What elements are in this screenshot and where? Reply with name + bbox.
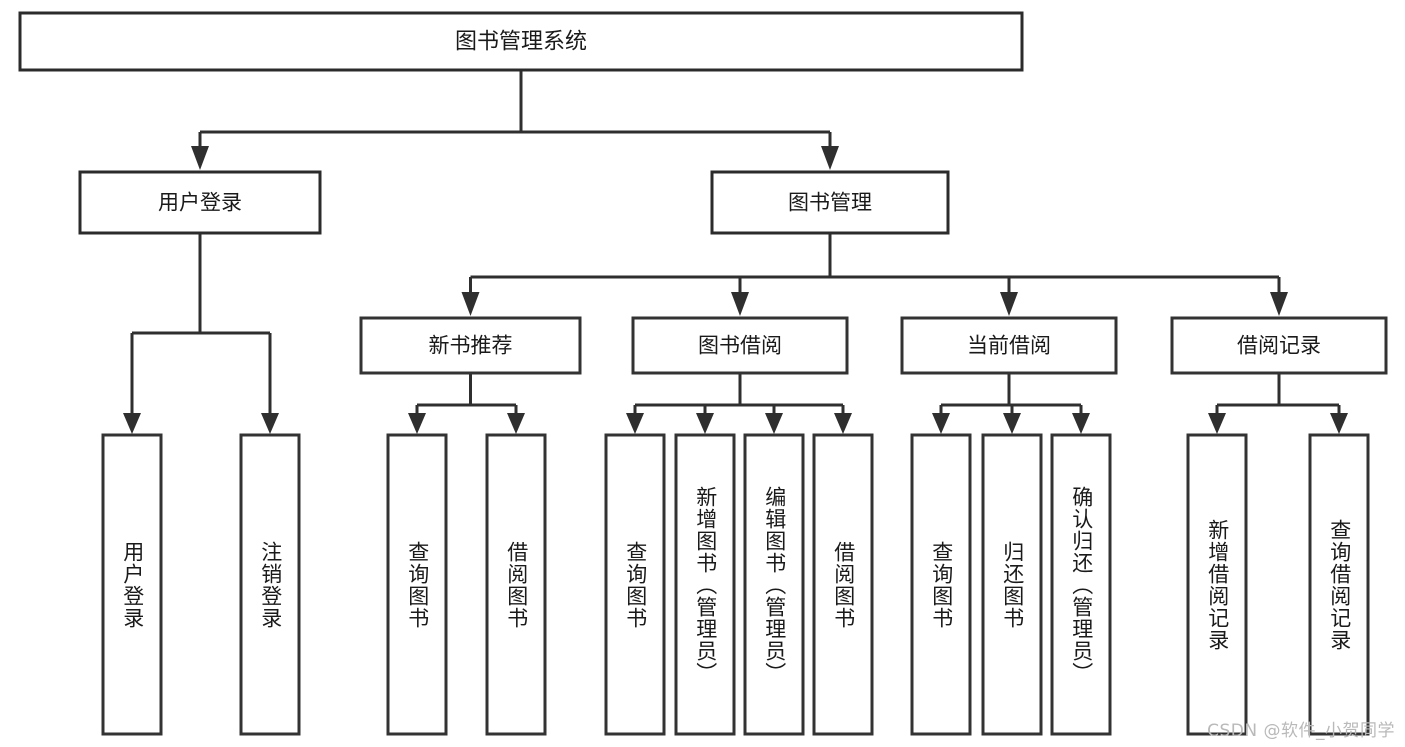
watermark-credit: CSDN @软件_小贺同学 xyxy=(1207,721,1395,741)
node-box-level3-0[interactable] xyxy=(359,316,582,375)
arrow-head-leaf-7 xyxy=(834,413,852,434)
arrow-head-leaf-6 xyxy=(765,413,783,434)
node-label-root: 图书管理系统 xyxy=(455,30,587,55)
arrow-head-leaf-11 xyxy=(1208,413,1226,434)
node-label-level2-1: 图书管理 xyxy=(788,191,872,215)
arrow-head-level3-0 xyxy=(461,292,480,316)
node-box-leaf-0[interactable] xyxy=(101,433,163,736)
node-label-level2-0: 用户登录 xyxy=(158,191,242,215)
node-box-level2-0[interactable] xyxy=(78,170,322,235)
node-box-leaf-6[interactable] xyxy=(743,433,805,736)
arrow-head-leaf-12 xyxy=(1330,413,1348,434)
connectors-layer xyxy=(123,70,1348,434)
arrow-head-level3-1 xyxy=(731,292,749,316)
node-box-leaf-8[interactable] xyxy=(910,433,972,736)
node-box-level2-1[interactable] xyxy=(710,170,950,235)
node-label-level3-1: 图书借阅 xyxy=(698,334,782,358)
node-box-leaf-2[interactable] xyxy=(386,433,448,736)
node-label-level3-0: 新书推荐 xyxy=(429,334,513,358)
arrow-head-leaf-10 xyxy=(1072,413,1090,434)
arrow-head-level2-1 xyxy=(821,146,839,170)
node-box-leaf-9[interactable] xyxy=(981,433,1043,736)
node-box-leaf-5[interactable] xyxy=(674,433,736,736)
node-box-level3-2[interactable] xyxy=(900,316,1118,375)
arrow-head-leaf-8 xyxy=(932,413,950,434)
node-box-leaf-11[interactable] xyxy=(1186,433,1248,736)
arrow-head-leaf-2 xyxy=(408,413,426,434)
boxes-layer xyxy=(18,11,1388,736)
node-box-leaf-7[interactable] xyxy=(812,433,874,736)
arrow-head-level2-0 xyxy=(191,146,209,170)
arrow-head-leaf-4 xyxy=(626,413,644,434)
arrow-head-level3-2 xyxy=(1000,292,1018,316)
node-label-level3-2: 当前借阅 xyxy=(967,334,1051,358)
node-box-leaf-12[interactable] xyxy=(1308,433,1370,736)
arrow-head-level3-3 xyxy=(1270,292,1288,316)
node-label-level3-3: 借阅记录 xyxy=(1237,334,1321,358)
node-box-leaf-4[interactable] xyxy=(604,433,666,736)
arrow-head-leaf-9 xyxy=(1003,413,1021,434)
node-box-level3-3[interactable] xyxy=(1170,316,1388,375)
arrow-head-leaf-1 xyxy=(261,413,279,434)
arrow-head-leaf-3 xyxy=(507,413,525,434)
node-box-root[interactable] xyxy=(18,11,1024,72)
node-box-leaf-3[interactable] xyxy=(485,433,547,736)
node-box-leaf-1[interactable] xyxy=(239,433,301,736)
node-box-level3-1[interactable] xyxy=(631,316,849,375)
arrow-head-leaf-0 xyxy=(123,413,141,434)
arrow-head-leaf-5 xyxy=(696,413,714,434)
node-box-leaf-10[interactable] xyxy=(1050,433,1112,736)
